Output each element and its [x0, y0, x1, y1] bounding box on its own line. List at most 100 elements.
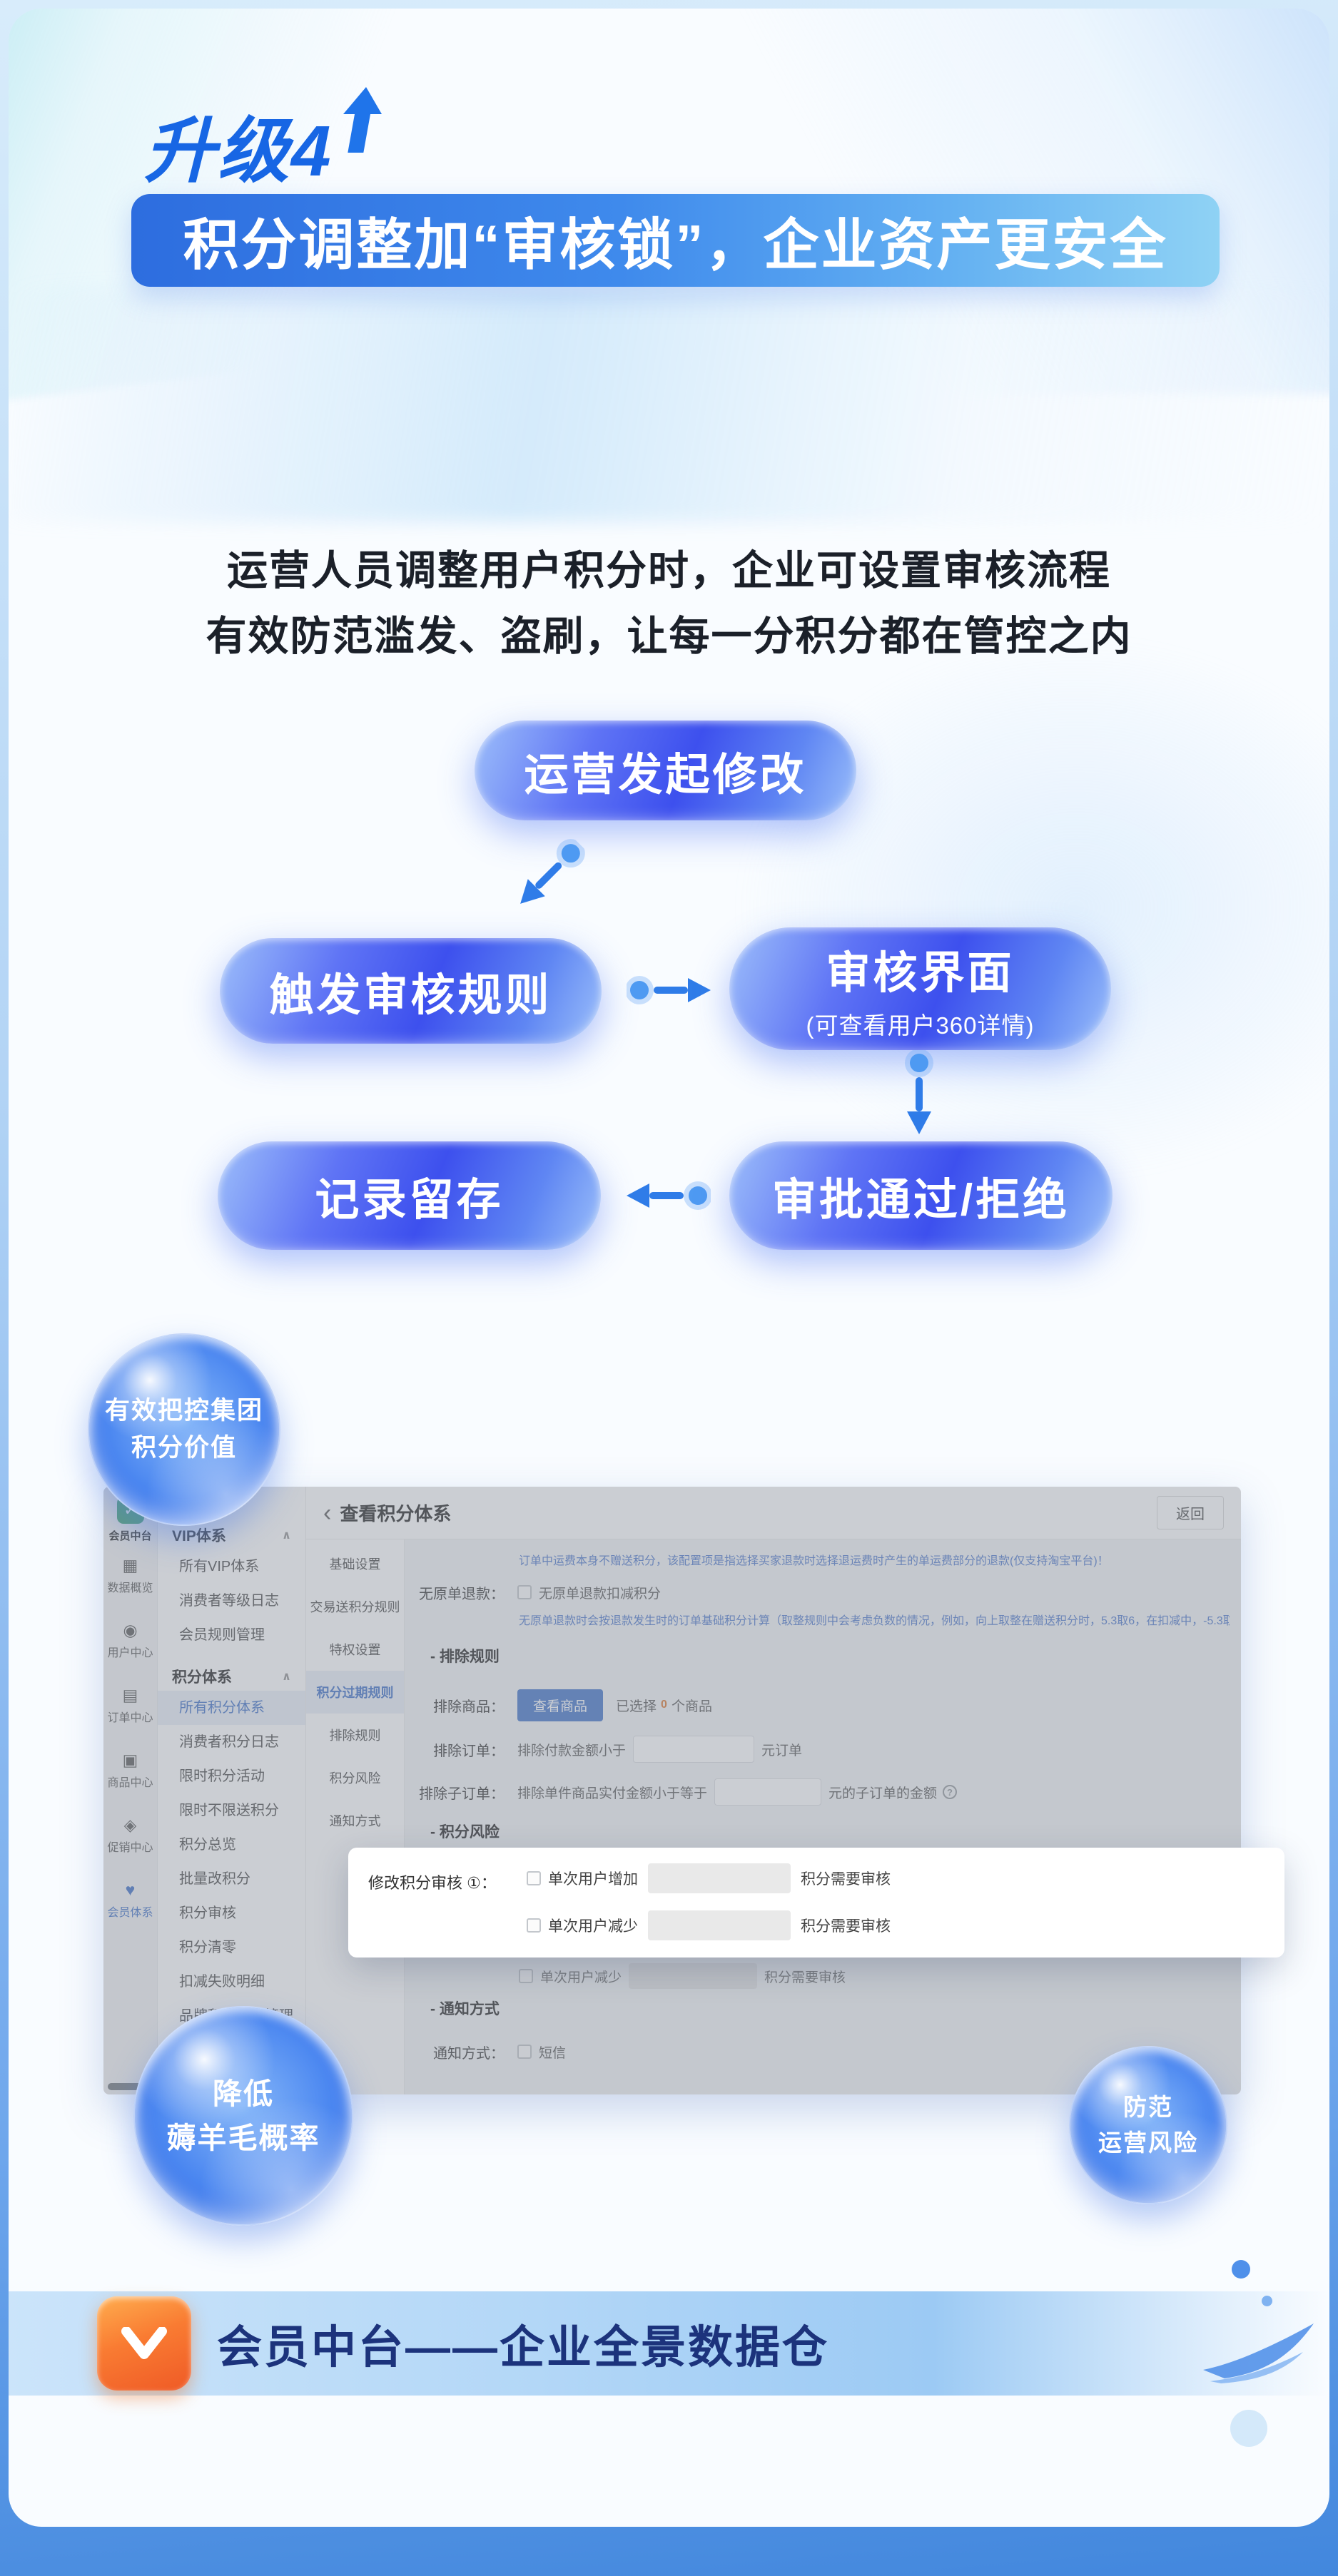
audit-increase-text: 单次用户增加 [548, 1871, 638, 1888]
exclude-suborder-unit: 元的子订单的金额 [828, 1786, 938, 1801]
sidebar-group-points[interactable]: 积分体系 ∧ [158, 1662, 305, 1691]
audit-row-dimmed: 单次用户减少 积分需要审核 [519, 1960, 1241, 1992]
arrow-right-icon [627, 976, 711, 1004]
flow-node-approve-label: 审批通过/拒绝 [771, 1176, 1070, 1225]
nav-item-orders[interactable]: ▤ 订单中心 [107, 1686, 153, 1725]
user-icon: ◉ [123, 1621, 138, 1639]
order-icon: ▤ [122, 1686, 138, 1704]
sidebar-group-vip[interactable]: VIP体系 ∧ [158, 1521, 305, 1549]
arrow-left-icon [627, 1181, 711, 1210]
back-chevron-icon[interactable]: ‹ [323, 1499, 332, 1527]
flow-node-review-label: 审核界面 [826, 949, 1015, 998]
intro-line-2: 有效防范滥发、盗刷，让每一分积分都在管控之内 [206, 614, 1132, 659]
nav-item-label: 商品中心 [107, 1777, 153, 1789]
group-title-label: VIP体系 [172, 1528, 226, 1544]
decor-swoosh [1203, 2323, 1314, 2383]
flow-node-trigger-label: 触发审核规则 [269, 971, 552, 1020]
tab-privilege-settings[interactable]: 特权设置 [329, 1643, 381, 1657]
tab-trade-points-rule[interactable]: 交易送积分规则 [310, 1600, 400, 1614]
selected-count: 0 [661, 1699, 667, 1711]
upgrade-label: 升级4 [144, 111, 333, 191]
sidebar-item[interactable]: 积分总览 [179, 1837, 236, 1853]
intro-text: 运营人员调整用户积分时，企业可设置审核流程 有效防范滥发、盗刷，让每一分积分都在… [9, 538, 1329, 669]
audit-decrease-row: 单次用户减少 积分需要审核 [527, 1910, 891, 1940]
bubble-prevent-risk: 防范 运营风险 [1069, 2046, 1227, 2204]
flow-node-trigger: 触发审核规则 [220, 938, 602, 1044]
nav-item-label: 订单中心 [107, 1712, 153, 1724]
sidebar-item[interactable]: 扣减失败明细 [179, 1974, 265, 1990]
bubble-reduce-abuse: 降低 薅羊毛概率 [133, 2006, 353, 2226]
settings-content: 订单中运费本身不赠送积分，该配置项是指选择买家退款时选择退运费时产生的单运费部分… [405, 1539, 1241, 2094]
notify-sms-label: 短信 [539, 2045, 567, 2061]
nav-item-users[interactable]: ◉ 用户中心 [107, 1621, 153, 1660]
arrow-down-icon [905, 1050, 933, 1134]
refund-row: 无原单退款： 无原单退款扣减积分 [405, 1577, 1241, 1608]
intro-line-1: 运营人员调整用户积分时，企业可设置审核流程 [227, 548, 1111, 594]
exclude-order-unit: 元订单 [761, 1743, 803, 1758]
decrease-threshold-input[interactable] [648, 1910, 791, 1940]
sidebar-item[interactable]: 会员规则管理 [179, 1627, 265, 1643]
checkbox[interactable] [519, 1969, 533, 1983]
audit-increase-row: 单次用户增加 积分需要审核 [527, 1863, 891, 1893]
checkbox[interactable] [517, 1585, 532, 1599]
checkbox[interactable] [517, 2045, 532, 2059]
member-icon: ♥ [125, 1880, 136, 1899]
audit-decrease-text: 单次用户减少 [548, 1918, 638, 1935]
admin-screenshot: ✓ 会员中台 ▦ 数据概览 ◉ 用户中心 ▤ 订单中心 [103, 1487, 1241, 2094]
nav-item-products[interactable]: ▣ 商品中心 [107, 1751, 153, 1790]
flow-node-review: 审核界面 (可查看用户360详情) [729, 927, 1111, 1050]
points-threshold-input[interactable] [629, 1963, 758, 1989]
tab-points-expiry-rule[interactable]: 积分过期规则 [306, 1671, 404, 1714]
section-notify-method: - 通知方式 [430, 2001, 500, 2017]
tab-basic-settings[interactable]: 基础设置 [329, 1557, 381, 1572]
bubble-text: 积分价值 [131, 1434, 237, 1462]
return-button[interactable]: 返回 [1157, 1496, 1224, 1529]
sidebar-item[interactable]: 限时积分活动 [179, 1768, 265, 1784]
nav-item-label: 会员体系 [107, 1907, 153, 1919]
sidebar-item[interactable]: 积分清零 [179, 1940, 236, 1955]
checkbox[interactable] [527, 1871, 541, 1885]
decor-streak [9, 287, 1329, 522]
flow-node-start-label: 运营发起修改 [524, 750, 807, 800]
page-header: ‹ 查看积分体系 返回 [306, 1487, 1241, 1539]
nav-item-label: 用户中心 [107, 1647, 153, 1659]
tab-points-risk[interactable]: 积分风险 [329, 1771, 381, 1786]
brand-badge-icon [96, 2295, 193, 2392]
audit-panel: 修改积分审核 ①： 单次用户增加 积分需要审核 单次用户减少 积分需要审核 [348, 1848, 1284, 1958]
tab-exclude-rule[interactable]: 排除规则 [329, 1729, 381, 1743]
flow-node-record: 记录留存 [218, 1141, 601, 1250]
tab-notify-method[interactable]: 通知方式 [329, 1814, 381, 1828]
checkbox[interactable] [527, 1918, 541, 1933]
nav-item-label: 数据概览 [107, 1582, 153, 1594]
nav-item-promotions[interactable]: ◈ 促销中心 [107, 1816, 153, 1855]
view-product-button[interactable]: 查看商品 [517, 1689, 604, 1721]
chevron-up-icon: ∧ [282, 1529, 291, 1542]
audit-label: 修改积分审核 ①： [368, 1874, 497, 1892]
sidebar-item[interactable]: 所有VIP体系 [179, 1559, 260, 1574]
sidebar-item[interactable]: 消费者积分日志 [179, 1734, 279, 1750]
footer-band: 会员中台——企业全景数据仓 [9, 2291, 1329, 2396]
sidebar-item[interactable]: 批量改积分 [179, 1871, 250, 1887]
nav-item-membership[interactable]: ♥ 会员体系 [107, 1880, 153, 1920]
selected-prefix: 已选择 [616, 1699, 657, 1714]
upgrade-heading: 升级4 [144, 87, 385, 196]
sidebar-item-active[interactable]: 所有积分体系 [158, 1691, 305, 1725]
nav-item-overview[interactable]: ▦ 数据概览 [107, 1556, 153, 1595]
suborder-amount-input[interactable] [714, 1778, 822, 1806]
check-chevron-icon [121, 2327, 167, 2359]
order-amount-input[interactable] [633, 1736, 755, 1763]
exclude-suborder-row: 排除子订单： 排除单件商品实付金额小于等于 元的子订单的金额 ? [405, 1776, 1241, 1808]
sidebar-item[interactable]: 积分审核 [179, 1905, 236, 1921]
bubble-text: 防范 [1123, 2094, 1173, 2120]
refund-checkbox-label: 无原单退款扣减积分 [539, 1586, 662, 1602]
sidebar-item[interactable]: 限时不限送积分 [179, 1803, 279, 1818]
bubble-text: 有效把控集团 [104, 1397, 263, 1425]
flow-node-record-label: 记录留存 [315, 1176, 504, 1225]
section-points-risk: - 积分风险 [430, 1824, 500, 1841]
footer-title: 会员中台——企业全景数据仓 [217, 2322, 829, 2373]
sidebar-item[interactable]: 消费者等级日志 [179, 1593, 279, 1609]
decor-dot [1262, 2296, 1272, 2306]
flow-node-approve: 审批通过/拒绝 [729, 1141, 1113, 1250]
increase-threshold-input[interactable] [648, 1863, 791, 1893]
audit-suffix-text: 积分需要审核 [801, 1871, 891, 1888]
